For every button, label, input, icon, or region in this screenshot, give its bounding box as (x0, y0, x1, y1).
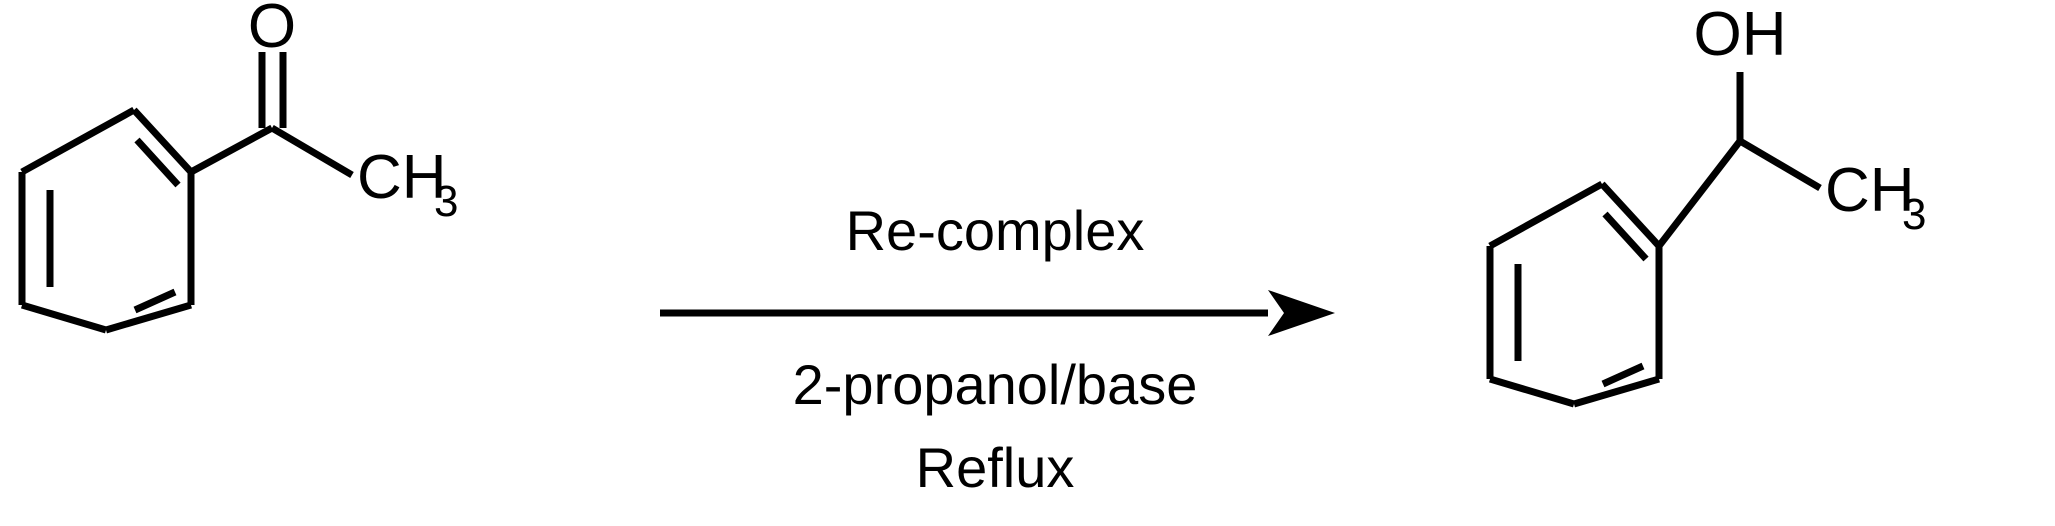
product-bond-carbinol-to-methyl (1738, 137, 1822, 192)
product-methyl-label: CH 3 (1825, 156, 1926, 239)
ring-inner-bond-upper-right (134, 137, 181, 188)
arrow-condition-below-line-2: Reflux (916, 436, 1075, 499)
reactant-carbonyl-double-bond (258, 52, 287, 128)
reactant-acetophenone: O CH 3 (18, 0, 458, 334)
arrow-condition-below-line-1: 2-propanol/base (793, 353, 1198, 416)
product-hydroxyl-label: OH (1694, 0, 1787, 69)
product-methyl-text: CH (1825, 156, 1915, 225)
reactant-methyl-subscript: 3 (434, 177, 458, 226)
product-ring-bond-bottom-left (1489, 375, 1575, 408)
ring-bond-top-left (20, 106, 136, 176)
reactant-benzene-ring (18, 106, 195, 334)
product-ring-bond-top-left (1488, 180, 1604, 250)
product-methyl-subscript: 3 (1902, 190, 1926, 239)
ring-bond-bottom-left (21, 301, 107, 334)
ring-bond-bottom-right (105, 301, 192, 334)
product-bond-ring-to-carbinol (1656, 138, 1743, 249)
arrow-condition-above: Re-complex (846, 199, 1145, 262)
ring-bond-top-right (131, 107, 194, 175)
reactant-methyl-text: CH (357, 143, 447, 212)
reactant-bond-ring-to-carbonyl (189, 124, 274, 176)
reaction-arrow-group: Re-complex 2-propanol/base Reflux (660, 199, 1335, 499)
product-ring-inner-bond-lower-right (1601, 362, 1645, 388)
product-ring-bond-bottom-right (1573, 375, 1660, 408)
reactant-methyl-label: CH 3 (357, 143, 458, 226)
product-benzene-ring (1486, 180, 1663, 408)
product-ring-inner-bond-upper-right (1602, 211, 1649, 262)
product-phenylethanol: OH CH 3 (1486, 0, 1926, 408)
reactant-oxygen-label: O (248, 0, 296, 61)
ring-inner-bond-lower-right (133, 288, 177, 314)
reactant-bond-carbonyl-to-methyl (270, 124, 354, 179)
product-ring-bond-top-right (1599, 181, 1662, 249)
reaction-arrow-head (1268, 290, 1335, 336)
